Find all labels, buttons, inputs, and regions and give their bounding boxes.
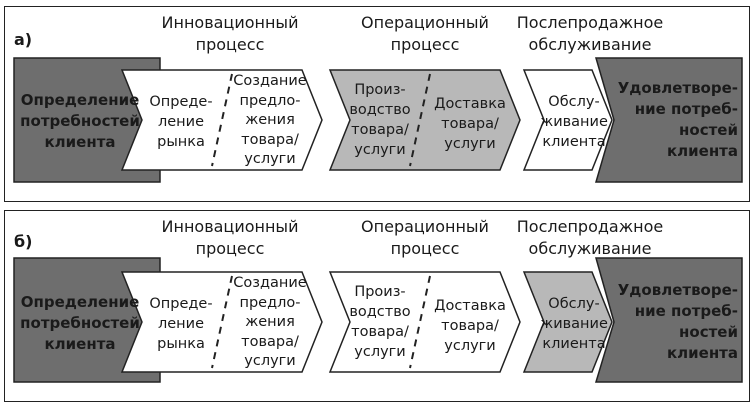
row-b-stage-left-text: Определение потребностей клиента [20,293,140,353]
row-b-create-text: Создание предло- жения товара/ услуги [233,275,307,369]
row-a-market-text: Опреде- ление рынка [149,94,213,150]
row-a-stage-left-text: Определение потребностей клиента [20,91,140,151]
row-b-deliver-text: Доставка товара/ услуги [434,298,506,354]
row-a-deliver-text: Доставка товара/ услуги [434,96,506,152]
panel-a-frame [4,6,750,202]
row-a-stage-left-block [13,57,161,183]
row-b-header-operational: Операционный процесс [361,217,489,258]
row-a-header-innovation: Инновационный процесс [161,13,299,54]
row-a-header-operational: Операционный процесс [361,13,489,54]
row-b-service-text: Обслу- живание клиента [540,296,608,352]
row-a-label: а) [14,30,33,49]
row-b-market-text: Опреде- ление рынка [149,296,213,352]
row-a-shapes [13,57,743,183]
row-a-produce-text: Произ- водство товара/ услуги [349,82,411,158]
row-b-stage-right-block [594,257,743,383]
row-b-stage-right-text: Удовлетворе- ние потреб- ностей клиента [617,281,738,362]
row-b-divider-innovation [211,275,233,369]
row-a-service-text: Обслу- живание клиента [540,94,608,150]
row-b-header-after-sales: Послепродажное обслуживание [516,217,664,258]
row-a-stage-right-text: Удовлетворе- ние потреб- ностей клиента [617,79,738,160]
row-b-stage-left-block [13,257,161,383]
panel-b-frame [4,210,750,402]
row-b-header-innovation: Инновационный процесс [161,217,299,258]
row-a-divider-operational [409,73,431,167]
row-a-innovation-chevron [120,69,323,171]
row-b-label: б) [14,232,33,251]
row-a-divider-innovation [211,73,233,167]
row-b-service-chevron [522,271,613,373]
row-a-stage-right-block [595,57,743,183]
row-a-operational-chevron [328,69,521,171]
row-b-innovation-chevron [120,271,323,373]
row-b-produce-text: Произ- водство товара/ услуги [349,284,411,360]
row-a-header-after-sales: Послепродажное обслуживание [516,13,664,54]
row-b-shapes [13,257,743,383]
row-a-service-chevron [522,69,613,171]
row-b-divider-operational [409,275,431,369]
row-b-operational-chevron [328,271,521,373]
row-a-create-text: Создание предло- жения товара/ услуги [233,73,307,167]
